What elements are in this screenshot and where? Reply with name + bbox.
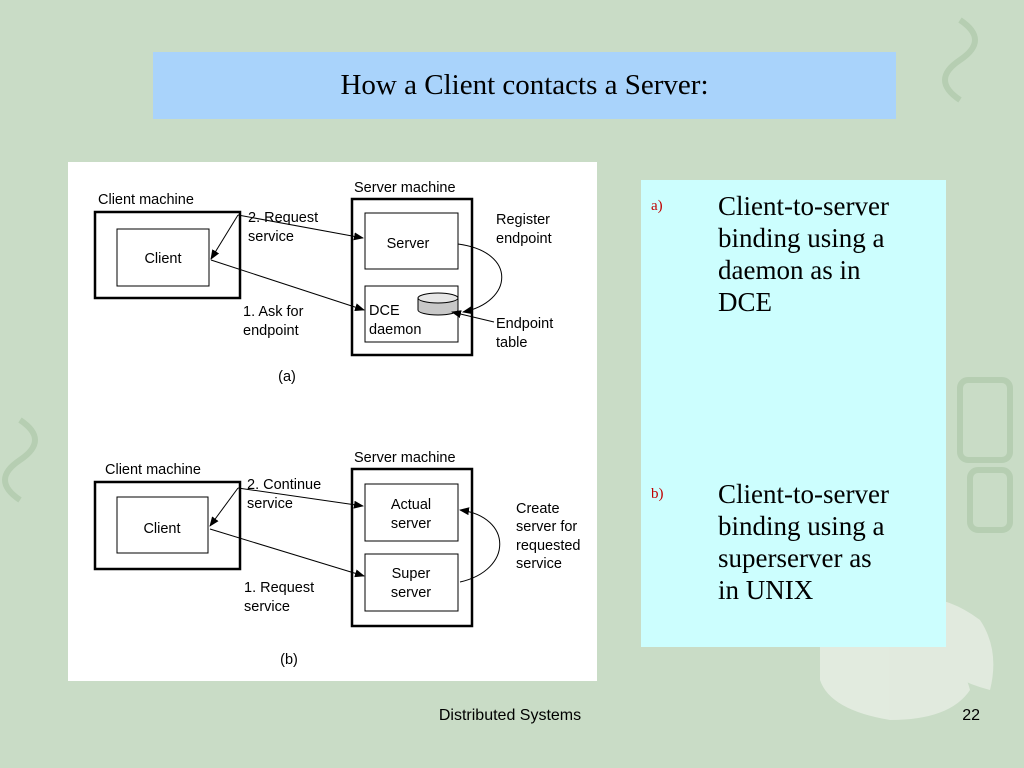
a-ask-label-1: 1. Ask for xyxy=(243,304,304,320)
a-client-label: Client xyxy=(144,251,181,267)
b-client-machine-box xyxy=(93,480,242,571)
footer-title: Distributed Systems xyxy=(438,707,582,724)
a-request-arrow-to-server xyxy=(237,214,364,241)
b-client-machine-label: Client machine xyxy=(105,462,201,478)
a-ask-label-2: endpoint xyxy=(243,323,299,339)
a-client-machine-box xyxy=(93,210,242,300)
a-server-box xyxy=(364,212,459,270)
a-request-arrow-to-client xyxy=(210,214,239,260)
a-server-machine-box xyxy=(350,197,474,357)
page-number: 22 xyxy=(962,707,980,724)
bullet-panel: a) Client-to-server binding using a daem… xyxy=(641,180,946,647)
b-continue-label-2: service xyxy=(247,496,293,512)
b-super-server-box xyxy=(364,553,459,612)
bullet-line: Client-to-server xyxy=(718,191,889,221)
a-endpoint-table-arrow xyxy=(451,310,495,323)
a-client-machine-label: Client machine xyxy=(98,192,194,208)
a-daemon-label: daemon xyxy=(369,322,421,338)
a-request-label-2: service xyxy=(248,229,294,245)
bullet-text: Client-to-server binding using a daemon … xyxy=(718,190,940,318)
b-create-label-4: service xyxy=(516,556,562,572)
bullet-line: DCE xyxy=(718,287,772,317)
bullet-line: binding using a xyxy=(718,223,885,253)
b-server-machine-box xyxy=(350,467,474,628)
b-create-server-arrow xyxy=(459,507,501,583)
a-request-label-1: 2. Request xyxy=(248,210,318,226)
b-create-label-1: Create xyxy=(516,501,560,517)
a-endpoint-label-1: Endpoint xyxy=(496,316,553,332)
a-endpoint-table-icon xyxy=(417,292,459,316)
b-continue-label-1: 2. Continue xyxy=(247,477,321,493)
a-server-label: Server xyxy=(387,236,430,252)
b-actual-label-2: server xyxy=(391,516,431,532)
a-dce-label: DCE xyxy=(369,303,400,319)
bullet-line: binding using a xyxy=(718,511,885,541)
a-caption: (a) xyxy=(278,369,296,385)
a-register-endpoint-arrow xyxy=(457,243,503,315)
binding-diagram: Client machine Client Server machine Ser… xyxy=(93,180,581,668)
b-server-machine-label: Server machine xyxy=(354,450,456,466)
bullet-marker: a) xyxy=(651,198,663,214)
bullet-line: superserver as xyxy=(718,543,872,573)
binding-diagram-panel: Client machine Client Server machine Ser… xyxy=(68,162,597,681)
a-register-label-1: Register xyxy=(496,212,550,228)
b-super-label-1: Super xyxy=(392,566,431,582)
b-actual-label-1: Actual xyxy=(391,497,431,513)
b-create-label-2: server for xyxy=(516,519,577,535)
bullet-marker: b) xyxy=(651,486,664,502)
b-client-box xyxy=(116,496,209,554)
bullet-text: Client-to-server binding using a superse… xyxy=(718,478,940,606)
b-continue-arrow-to-client xyxy=(209,487,239,527)
b-request-label-1: 1. Request xyxy=(244,580,314,596)
b-super-label-2: server xyxy=(391,585,431,601)
b-request-label-2: service xyxy=(244,599,290,615)
b-request-arrow xyxy=(209,528,365,578)
a-client-box xyxy=(116,228,210,287)
slide-title: How a Client contacts a Server: xyxy=(153,52,896,119)
bullet-line: in UNIX xyxy=(718,575,814,605)
b-client-label: Client xyxy=(143,521,180,537)
b-create-label-3: requested xyxy=(516,538,581,554)
bullet-line: Client-to-server xyxy=(718,479,889,509)
a-register-label-2: endpoint xyxy=(496,231,552,247)
a-server-machine-label: Server machine xyxy=(354,180,456,196)
b-actual-server-box xyxy=(364,483,459,542)
a-endpoint-label-2: table xyxy=(496,335,527,351)
bullet-line: daemon as in xyxy=(718,255,861,285)
b-continue-arrow-to-server xyxy=(237,487,364,509)
a-ask-endpoint-arrow xyxy=(210,259,365,312)
b-caption: (b) xyxy=(280,652,298,668)
